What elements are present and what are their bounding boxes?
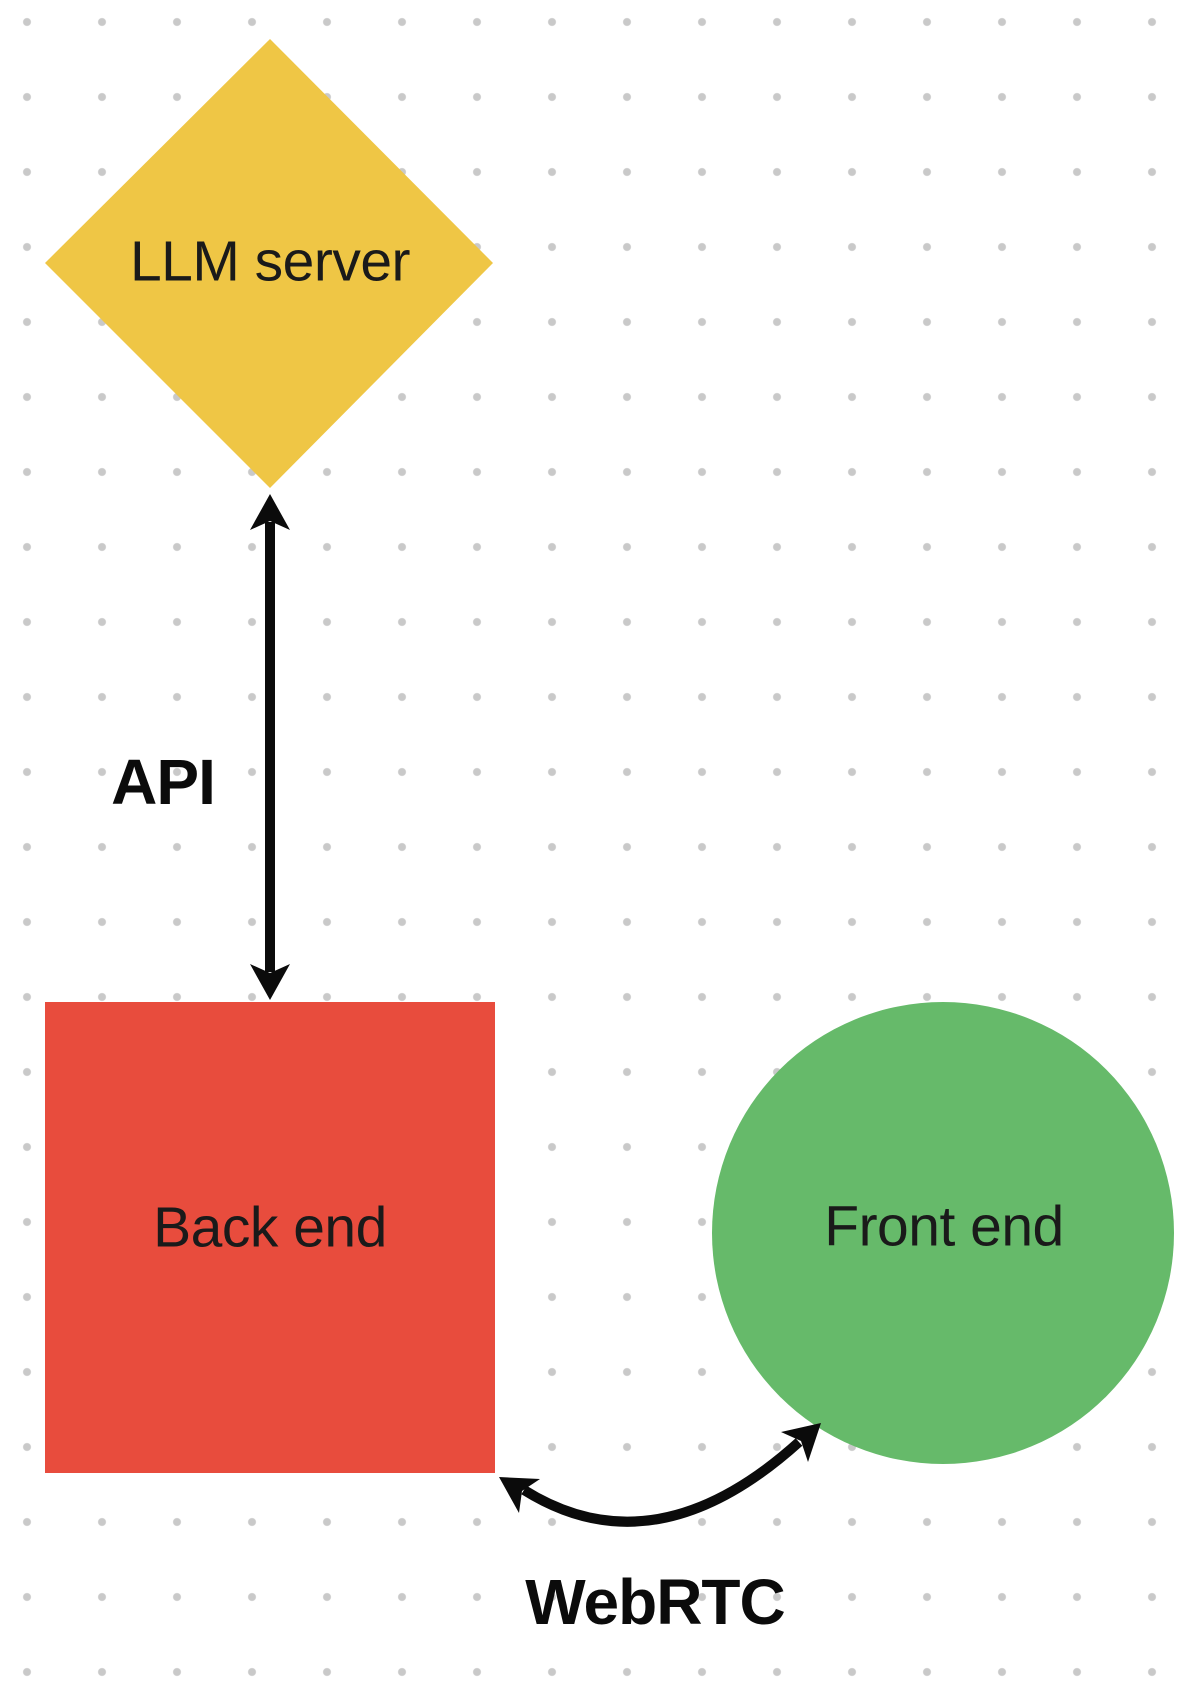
back-end-node-label[interactable]: Back end: [153, 1195, 387, 1260]
webrtc-connector-arrowhead-right: [781, 1423, 821, 1462]
llm-server-node-label[interactable]: LLM server: [129, 229, 411, 294]
api-connector-arrowhead-top: [250, 494, 290, 530]
back-end-square-node[interactable]: [45, 1002, 495, 1473]
front-end-node-label[interactable]: Front end: [824, 1194, 1064, 1259]
front-end-circle-node[interactable]: [712, 1002, 1174, 1464]
webrtc-connector-arrow[interactable]: [499, 1423, 821, 1527]
llm-server-diamond-node[interactable]: [45, 39, 493, 488]
api-connector-arrowhead-bottom: [250, 964, 290, 1000]
webrtc-connector-shaft[interactable]: [521, 1438, 803, 1527]
webrtc-connector-arrowhead-left: [499, 1477, 540, 1513]
api-connector-label[interactable]: API: [111, 746, 216, 818]
webrtc-connector-label[interactable]: WebRTC: [525, 1566, 785, 1638]
api-connector-arrow[interactable]: [250, 494, 290, 1000]
